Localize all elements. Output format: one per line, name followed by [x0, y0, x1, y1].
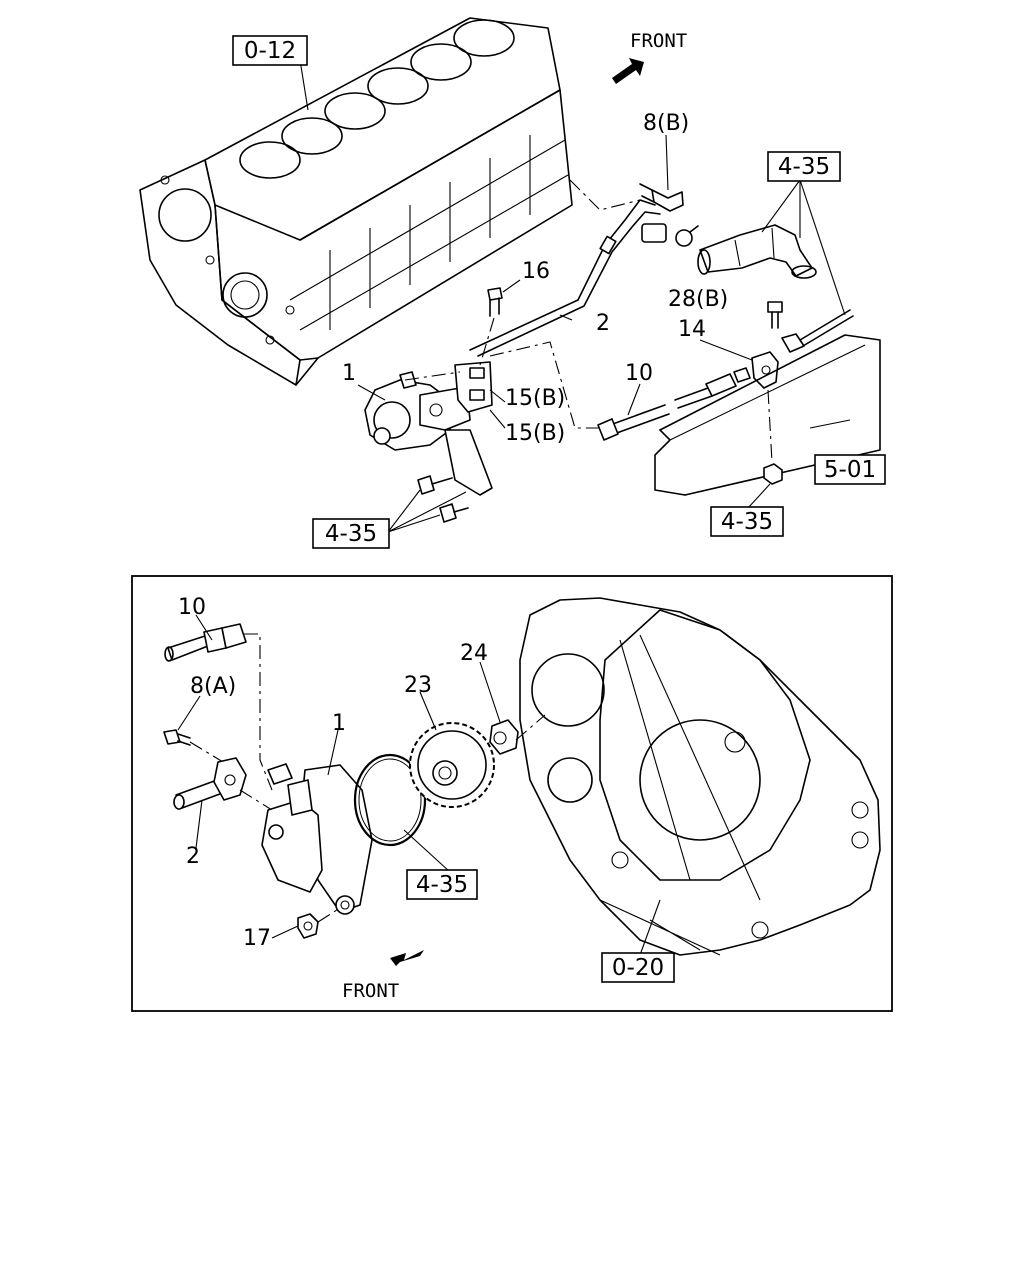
o-ring — [353, 753, 427, 847]
callout-28b: 28(B) — [668, 287, 728, 312]
front-label-top: FRONT — [630, 30, 687, 52]
front-label-bottom: FRONT — [342, 980, 399, 1002]
bracket-bolts — [417, 475, 469, 523]
callout-24: 24 — [460, 641, 488, 666]
ref-box-0-12: 0-12 — [232, 35, 308, 66]
inset-frame — [131, 575, 893, 1012]
bolt-8a — [163, 729, 191, 746]
flywheel-housing — [519, 597, 881, 956]
callout-2-inset: 2 — [186, 844, 200, 869]
callout-16: 16 — [522, 259, 550, 284]
nut-17 — [297, 913, 319, 939]
svg-text:0-20: 0-20 — [612, 955, 664, 981]
nut-frame — [763, 463, 783, 485]
svg-text:4-35: 4-35 — [416, 872, 468, 898]
callout-8b: 8(B) — [643, 111, 689, 136]
engine-block — [139, 17, 573, 386]
clip-14 — [751, 309, 854, 389]
ref-box-0-20: 0-20 — [601, 952, 675, 983]
callout-2-top: 2 — [596, 311, 610, 336]
nut-24 — [489, 719, 519, 755]
callout-8a: 8(A) — [190, 674, 236, 699]
bolt-8b — [639, 134, 684, 212]
hose-10-top — [597, 367, 751, 441]
rubber-hose — [697, 224, 817, 279]
callout-15b-a: 15(B) — [505, 386, 565, 411]
fuel-pipe-2 — [469, 199, 667, 357]
svg-text:5-01: 5-01 — [824, 457, 876, 483]
callout-1-top: 1 — [342, 361, 356, 386]
ref-box-5-01: 5-01 — [814, 454, 886, 485]
front-indicator-bottom: FRONT — [342, 950, 424, 1002]
svg-text:4-35: 4-35 — [721, 509, 773, 535]
pump-bracket — [444, 361, 493, 496]
bolt-28b — [767, 301, 783, 329]
ref-box-4-35-oring: 4-35 — [406, 869, 478, 900]
callout-10-inset: 10 — [178, 595, 206, 620]
pipe-2-inset — [173, 757, 247, 810]
front-indicator-top: FRONT — [612, 30, 687, 84]
ref-box-4-35-hose: 4-35 — [767, 151, 841, 182]
hose-clamp — [675, 225, 699, 247]
svg-text:4-35: 4-35 — [778, 154, 830, 180]
callout-10-top: 10 — [625, 361, 653, 386]
svg-text:4-35: 4-35 — [325, 521, 377, 547]
callout-23: 23 — [404, 673, 432, 698]
svg-text:0-12: 0-12 — [244, 38, 296, 64]
gear-23 — [409, 722, 495, 808]
ref-box-4-35-nut: 4-35 — [710, 506, 784, 537]
callout-17: 17 — [243, 926, 271, 951]
hose-10-inset — [164, 623, 247, 662]
bolt-16 — [487, 287, 503, 317]
ref-box-4-35-bolts: 4-35 — [312, 518, 390, 549]
callout-14: 14 — [678, 317, 706, 342]
callout-1-inset: 1 — [332, 711, 346, 736]
callout-15b-b: 15(B) — [505, 421, 565, 446]
